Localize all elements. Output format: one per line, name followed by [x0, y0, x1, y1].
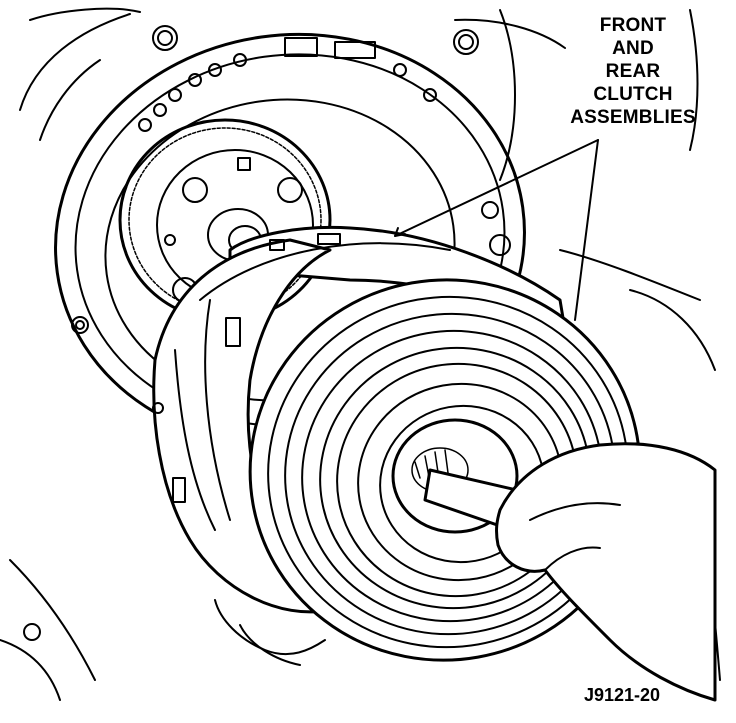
- callout-line-1: FRONT: [599, 15, 667, 36]
- callout-line-2: AND: [612, 38, 654, 59]
- technician-hand: [214, 442, 717, 702]
- transmission-case: [0, 7, 721, 701]
- callout-line-5: ASSEMBLIES: [570, 107, 696, 128]
- figure-number: J9121-20: [584, 685, 661, 705]
- clutch-assemblies-callout: FRONT AND REAR CLUTCH ASSEMBLIES: [548, 14, 718, 129]
- callout-line-4: CLUTCH: [593, 84, 673, 105]
- callout-line-3: REAR: [605, 61, 661, 82]
- callout-leaders: [394, 139, 599, 321]
